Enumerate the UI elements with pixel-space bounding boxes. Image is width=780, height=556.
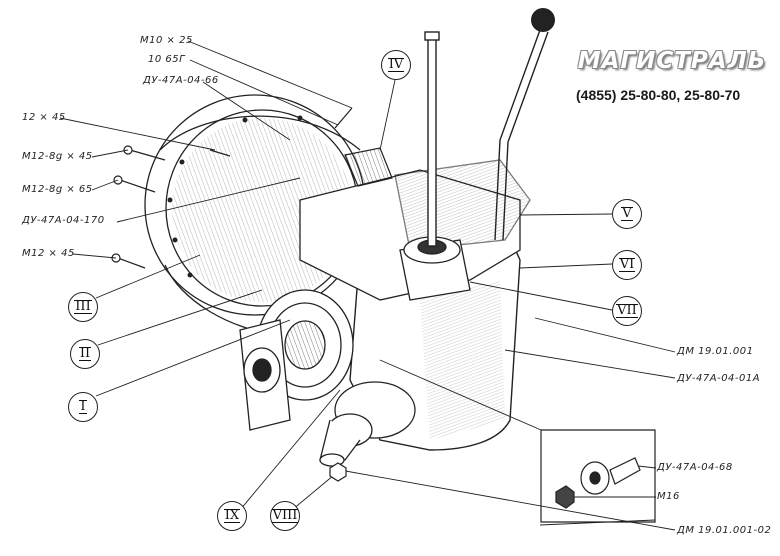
callout-viii: VIII xyxy=(270,501,300,531)
callout-iii: III xyxy=(68,292,98,322)
label-m16: М16 xyxy=(657,491,680,502)
shift-lever-vertical xyxy=(424,31,440,247)
label-dm-19-01-001: ДМ 19.01.001 xyxy=(677,346,754,357)
label-du-47a-04-68: ДУ-47А-04-68 xyxy=(657,462,733,473)
callout-vi: VI xyxy=(612,250,642,280)
callout-viii-text: VIII xyxy=(271,508,299,523)
logo-text: МАГИСТРАЛЬ xyxy=(577,48,767,74)
label-10-65g: 10 65Г xyxy=(148,54,186,65)
shift-tower xyxy=(399,236,471,301)
label-12x45: 12 × 45 xyxy=(22,112,66,123)
leader-lines xyxy=(59,40,676,531)
callout-ii-text: II xyxy=(78,346,92,361)
label-m12-8g-65: М12-8g × 65 xyxy=(22,184,93,195)
callout-i-text: I xyxy=(79,399,87,414)
label-du-47a-04-170: ДУ-47А-04-170 xyxy=(22,215,105,226)
lever-knob xyxy=(531,8,555,32)
callout-v-text: V xyxy=(621,206,633,221)
callout-ix-text: IX xyxy=(223,508,241,523)
label-du-47a-04-66: ДУ-47А-04-66 xyxy=(143,75,219,86)
output-flange xyxy=(319,381,416,467)
callout-vii: VII xyxy=(612,296,642,326)
clamp-plate xyxy=(344,147,393,187)
callout-vi-text: VI xyxy=(618,257,636,272)
callout-iv: IV xyxy=(381,50,411,80)
callout-vii-text: VII xyxy=(616,303,638,318)
nut-bottom xyxy=(329,462,347,482)
magistral-logo-icon: МАГИСТРАЛЬ xyxy=(574,46,770,82)
label-m12x45: М12 × 45 xyxy=(22,248,75,259)
callout-ix: IX xyxy=(217,501,247,531)
shift-lever-angled xyxy=(494,29,549,241)
callout-i: I xyxy=(68,392,98,422)
callout-v: V xyxy=(612,199,642,229)
label-m10x25: М10 × 25 xyxy=(140,35,193,46)
housing-bolt-holes xyxy=(167,115,303,278)
body-shading xyxy=(420,280,505,440)
callout-iii-text: III xyxy=(74,299,92,314)
phone-numbers: (4855) 25-80-80, 25-80-70 xyxy=(576,87,741,103)
label-du-47a-04-01a: ДУ-47А-04-01А xyxy=(677,373,761,384)
inset-box xyxy=(540,429,656,523)
front-bracket xyxy=(239,319,291,431)
callout-iv-text: IV xyxy=(387,57,405,72)
label-m12-8g-45: М12-8g × 45 xyxy=(22,151,93,162)
label-dm-19-01-001-02: ДМ 19.01.001-02 xyxy=(677,525,772,536)
callout-ii: II xyxy=(70,339,100,369)
